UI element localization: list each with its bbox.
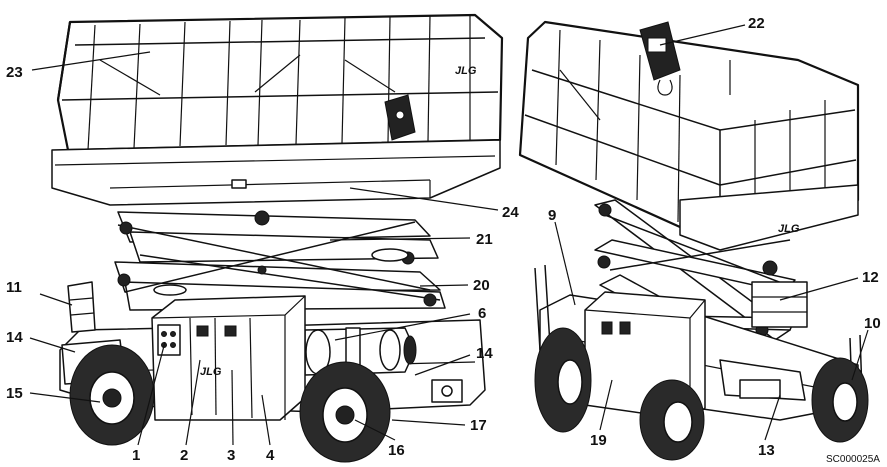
right-platform-control-box — [639, 21, 681, 96]
callout-16: 16 — [388, 442, 405, 459]
compartment-latch — [224, 325, 237, 337]
callout-17: 17 — [470, 417, 487, 434]
callout-10: 10 — [864, 315, 881, 332]
left-machine-view: JLG — [51, 13, 504, 463]
compartment-latch — [619, 321, 631, 335]
callout-12: 12 — [862, 269, 879, 286]
right-front-wheel-front — [639, 379, 705, 461]
compartment-latch — [196, 325, 209, 337]
callout-4: 4 — [266, 447, 275, 464]
figure-code: SC000025A — [826, 454, 880, 465]
right-rear-wheel — [811, 357, 869, 443]
callout-14-left-view-rear: 14 — [476, 345, 493, 362]
ground-control-compartment: JLG — [151, 295, 306, 421]
left-rail-brand-label: JLG — [455, 65, 477, 77]
callout-6: 6 — [478, 305, 486, 322]
left-scissor-arms — [114, 210, 446, 311]
left-platform-deck — [51, 139, 501, 206]
callout-15: 15 — [6, 385, 23, 402]
right-step — [739, 379, 781, 399]
callout-labels: 23 24 21 20 6 14 11 14 15 1 2 3 4 16 17 … — [6, 15, 881, 465]
left-rear-wheel — [299, 361, 391, 463]
compartment-latch — [601, 321, 613, 335]
callout-1: 1 — [132, 447, 140, 464]
hydraulic-tank — [304, 327, 417, 376]
callout-20: 20 — [473, 277, 490, 294]
callout-22: 22 — [748, 15, 765, 32]
right-machine-view: JLG — [518, 20, 869, 461]
callout-19: 19 — [590, 432, 607, 449]
right-platform-deck: JLG — [679, 184, 859, 251]
callout-24: 24 — [502, 204, 519, 221]
left-platform-control-box — [384, 94, 416, 141]
leader-lines — [29, 24, 869, 446]
callout-21: 21 — [476, 231, 493, 248]
callout-13: 13 — [758, 442, 775, 459]
callout-23: 23 — [6, 64, 23, 81]
callout-3: 3 — [227, 447, 235, 464]
right-platform-guardrail — [518, 20, 860, 247]
callout-11: 11 — [6, 279, 22, 296]
left-platform-guardrail — [56, 13, 504, 152]
right-deck-brand-label: JLG — [778, 223, 800, 235]
callout-2: 2 — [180, 447, 188, 464]
callout-9: 9 — [548, 207, 556, 224]
callout-14-left-view-front: 14 — [6, 329, 23, 346]
left-front-wheel — [69, 344, 155, 446]
right-front-wheel-left — [534, 327, 592, 433]
ground-control-panel — [157, 324, 181, 356]
chassis-brand-label: JLG — [200, 366, 222, 378]
left-platform-latch — [231, 179, 247, 189]
